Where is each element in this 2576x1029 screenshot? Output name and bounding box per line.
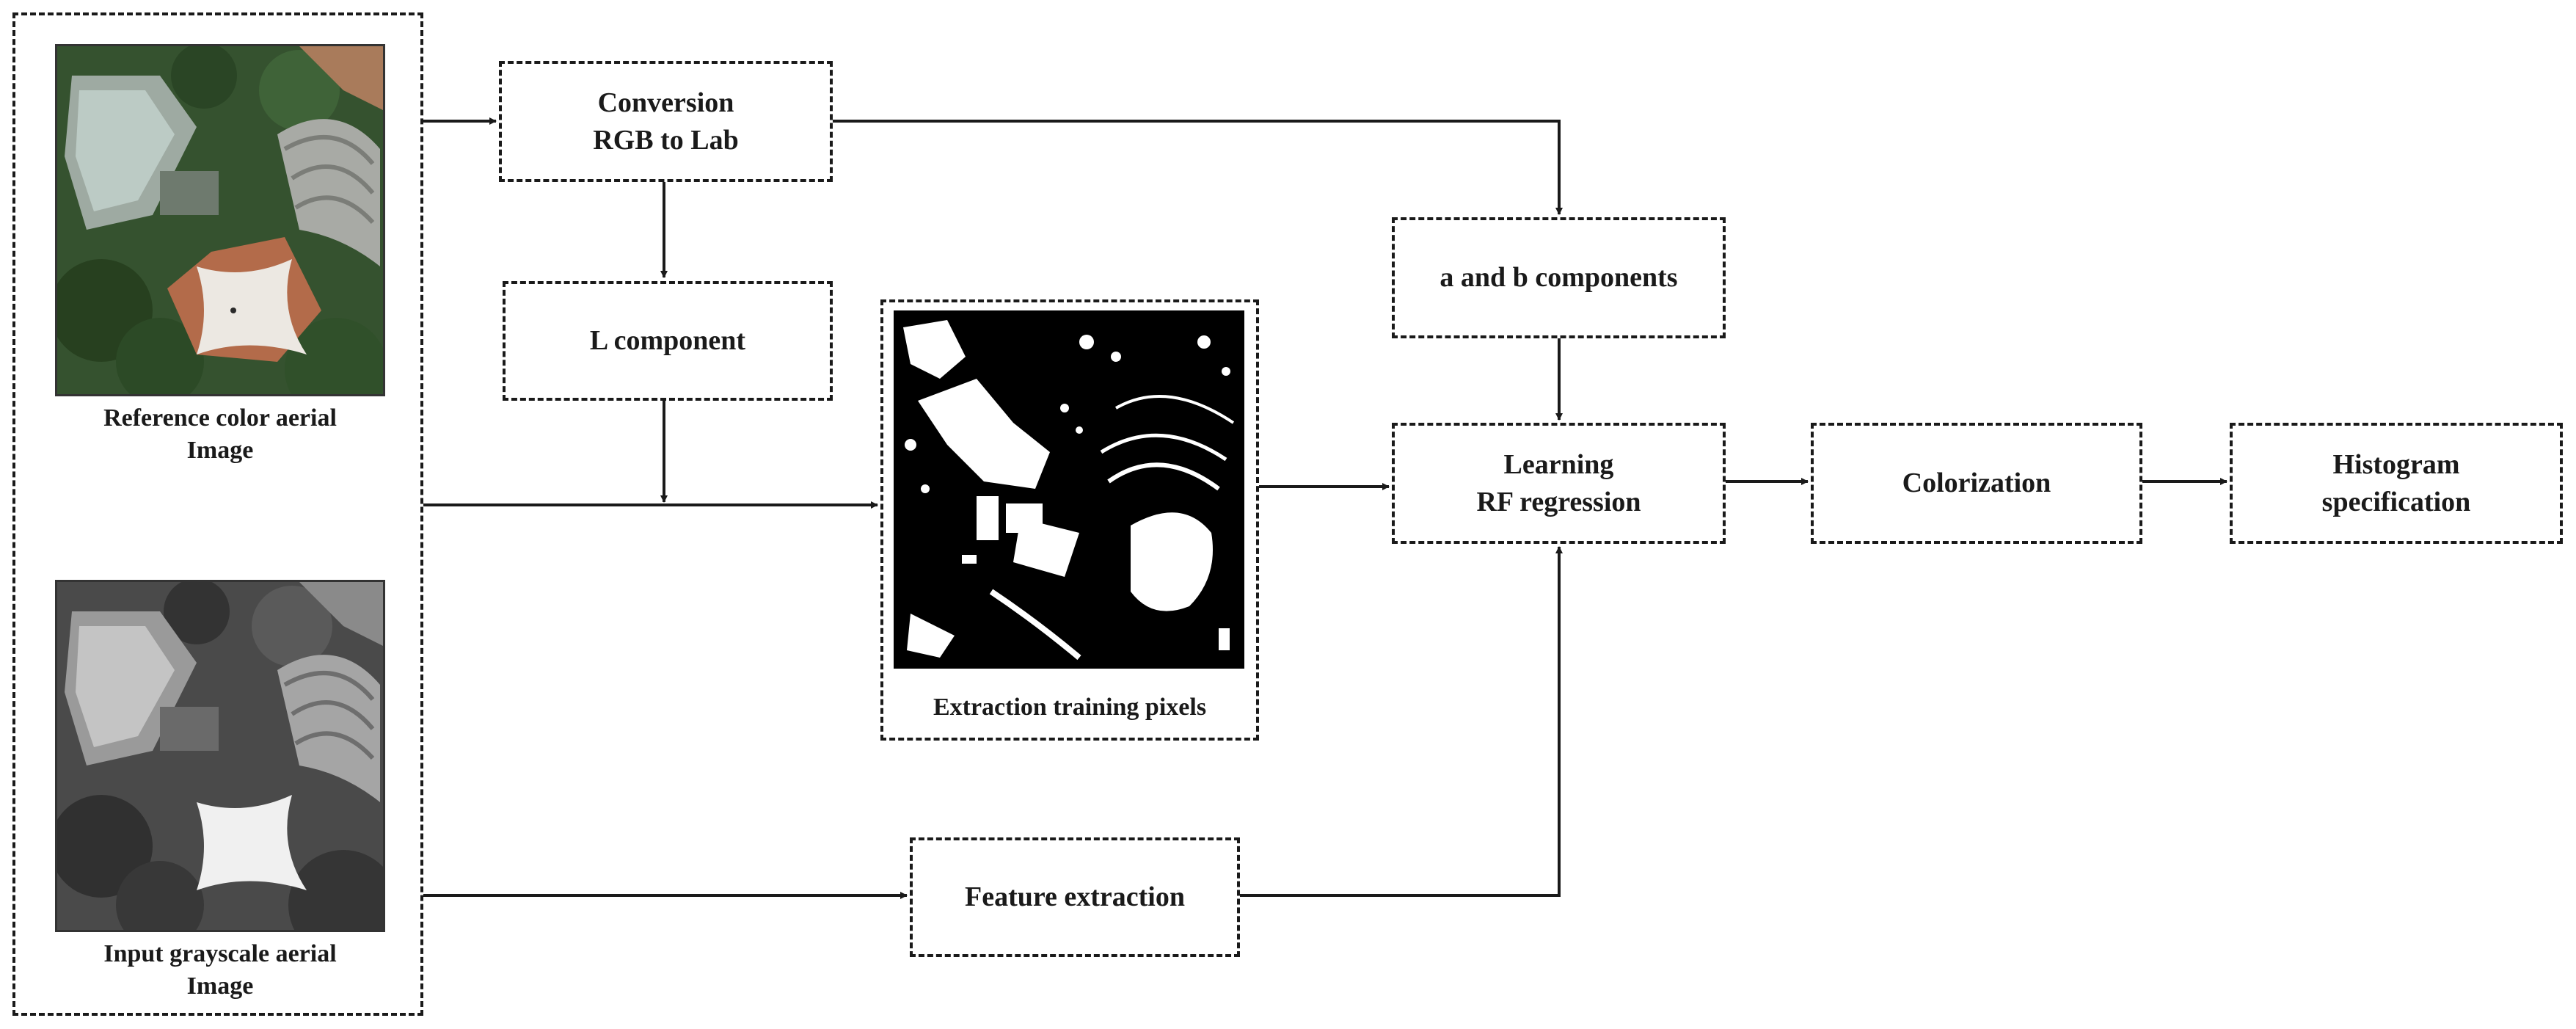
learning-rf-regression-box: Learning RF regression	[1392, 423, 1726, 544]
ab-components-box: a and b components	[1392, 217, 1726, 338]
training-pixels-mask	[894, 310, 1244, 669]
training-pixels-caption: Extraction training pixels	[933, 694, 1207, 721]
l-component-box: L component	[503, 281, 833, 401]
feature-extraction-box: Feature extraction	[910, 837, 1240, 957]
conversion-rgb-to-lab-box: Conversion RGB to Lab	[499, 61, 833, 182]
reference-color-image	[55, 44, 385, 396]
arrow-feature-to-learning	[1240, 546, 1563, 897]
input-images-group	[12, 12, 423, 1016]
input-image-caption: Input grayscale aerial Image	[103, 940, 337, 1000]
arrow-conversion-to-ab	[833, 120, 1563, 215]
histogram-specification-box: Histogram specification	[2230, 423, 2563, 544]
training-pixels-group	[880, 299, 1259, 741]
reference-image-caption: Reference color aerial Image	[103, 404, 337, 465]
colorization-box: Colorization	[1811, 423, 2142, 544]
input-grayscale-image	[55, 580, 385, 932]
